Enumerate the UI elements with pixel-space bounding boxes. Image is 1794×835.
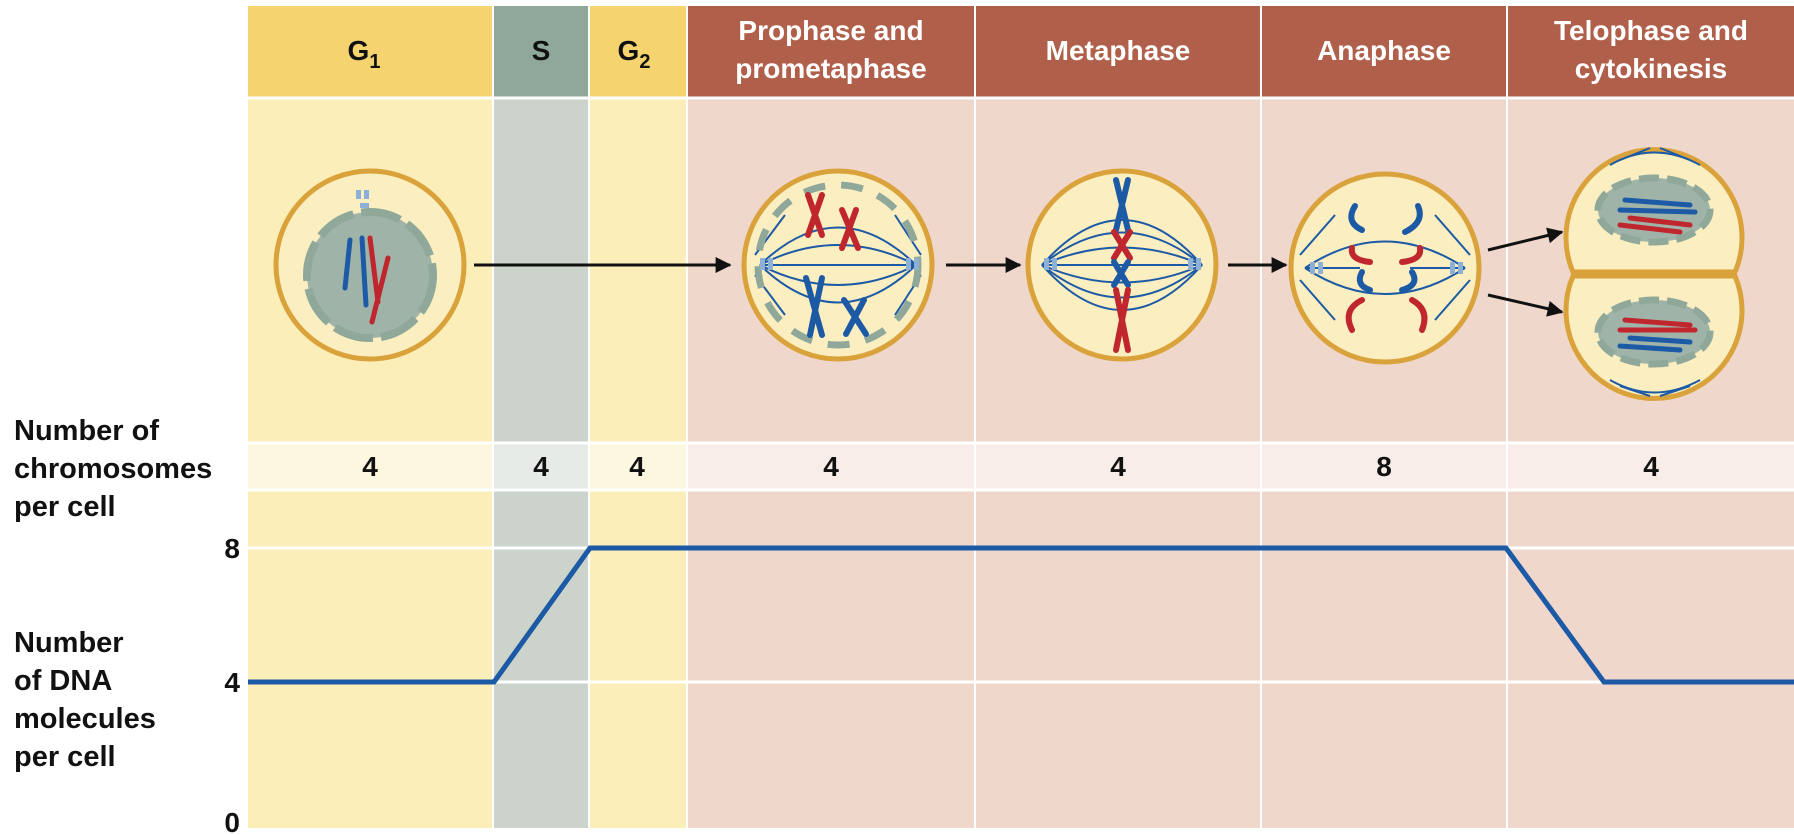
count-s: 4 [533, 451, 549, 482]
phase-columns [248, 6, 1794, 828]
count-metaphase: 4 [1110, 451, 1126, 482]
telophase-label-line1: Telophase and [1554, 15, 1748, 46]
prophase-label-line1: Prophase and [738, 15, 923, 46]
count-g2: 4 [629, 451, 645, 482]
telophase-cells [1566, 148, 1742, 398]
metaphase-cell [1028, 171, 1216, 359]
anaphase-label: Anaphase [1317, 35, 1451, 66]
y-tick-0: 0 [224, 807, 240, 835]
g1-cell [276, 171, 464, 359]
chromosome-label-line1: Number of [14, 412, 212, 450]
prophase-label-line2: prometaphase [735, 53, 926, 84]
anaphase-cell [1291, 174, 1479, 362]
chromosome-label-line3: per cell [14, 488, 212, 526]
metaphase-label: Metaphase [1046, 35, 1191, 66]
dna-label-line3: molecules [14, 700, 156, 738]
s-label: S [532, 35, 551, 66]
count-prophase: 4 [823, 451, 839, 482]
chromosome-count-label: Number of chromosomes per cell [14, 412, 212, 526]
y-tick-labels: 8 4 0 [224, 533, 240, 835]
y-tick-8: 8 [224, 533, 240, 564]
y-tick-4: 4 [224, 667, 240, 698]
count-anaphase: 8 [1376, 451, 1392, 482]
dna-count-label: Number of DNA molecules per cell [14, 624, 156, 776]
dna-label-line1: Number [14, 624, 156, 662]
chromosome-label-line2: chromosomes [14, 450, 212, 488]
dna-label-line2: of DNA [14, 662, 156, 700]
telophase-label-line2: cytokinesis [1575, 53, 1728, 84]
count-g1: 4 [362, 451, 378, 482]
chromosome-count-band [248, 444, 1794, 489]
count-telophase: 4 [1643, 451, 1659, 482]
prophase-cell [744, 171, 932, 359]
dna-label-line4: per cell [14, 738, 156, 776]
